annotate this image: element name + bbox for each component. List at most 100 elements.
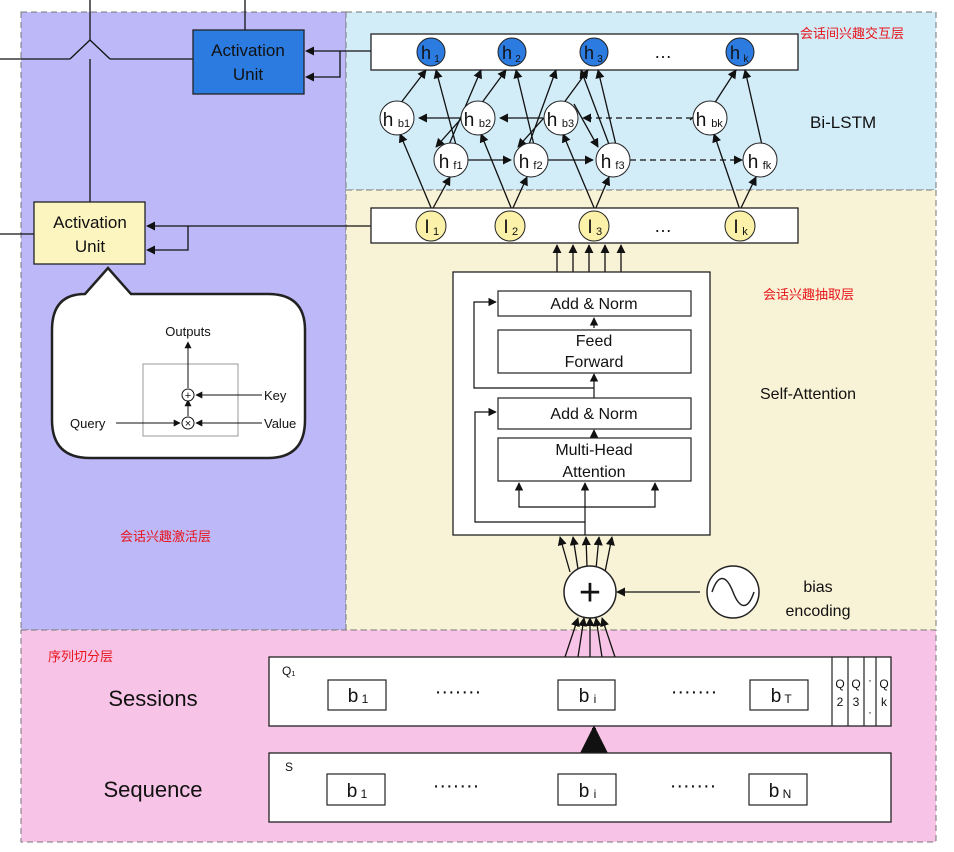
sine-wave-icon (706, 565, 760, 619)
session-item-bi-sub: i (594, 692, 597, 706)
session-item-bi-main: b (579, 686, 590, 707)
forward-node-1-main: h (439, 152, 450, 173)
backward-node-k: h bk (692, 100, 728, 136)
feed-forward-line1: Feed (576, 333, 612, 350)
activation-unit-top: Activation Unit (192, 29, 305, 95)
feed-forward-line2: Forward (565, 354, 624, 371)
sessions-label: Sessions (108, 686, 197, 711)
hidden-node-h1-main: h (421, 43, 431, 63)
hidden-node-hk-main: h (730, 43, 740, 63)
sequence-item-b1-sub: 1 (361, 787, 368, 801)
backward-node-k-sub: bk (711, 118, 723, 130)
forward-node-3-sub: f3 (615, 160, 624, 172)
sequence-item-b1-main: b (347, 781, 358, 802)
interest-node-2-sub: 2 (512, 226, 518, 238)
q-col-3-bottom: · (868, 705, 872, 719)
sequence-item-bn-main: b (769, 781, 780, 802)
mha-line2: Attention (562, 464, 625, 481)
sequence-item-bn-sub: N (783, 787, 792, 801)
interest-node-k-sub: k (742, 226, 748, 238)
activation-unit-top-line2: Unit (233, 65, 264, 84)
forward-node-k-main: h (748, 152, 759, 173)
backward-node-3: h b3 (543, 100, 579, 136)
add-norm-bottom-box: Add & Norm (497, 397, 692, 430)
sequence-dots-left: ······· (433, 775, 480, 797)
hidden-node-h1: h 1 (416, 37, 446, 67)
bilstm-connections (398, 69, 763, 211)
interest-node-k-main: I (733, 217, 738, 238)
interaction-layer-label: 会话间兴趣交互层 (800, 26, 904, 42)
activation-connectors (0, 0, 246, 235)
extraction-layer-label: 会话兴趣抽取层 (763, 288, 854, 303)
sequence-item-bi-main: b (579, 781, 590, 802)
backward-node-2: h b2 (460, 100, 496, 136)
hidden-node-h1-sub: 1 (434, 54, 440, 65)
sessions-tag: Q₁ (282, 664, 295, 678)
backward-node-1-main: h (383, 110, 394, 131)
sum-to-transformer-arrows (557, 536, 700, 597)
hidden-node-hk: h k (725, 37, 755, 67)
q-col-1-bottom: 2 (837, 695, 844, 709)
sum-node: + (563, 565, 617, 619)
interest-node-2: I 2 (494, 210, 526, 242)
segmentation-layer-label: 序列切分层 (48, 650, 113, 665)
q-col-1-top: Q (835, 677, 844, 691)
sequence-item-bi: b i (557, 773, 617, 806)
hidden-node-h3: h 3 (579, 37, 609, 67)
session-item-bt-main: b (771, 686, 782, 707)
session-item-b1: b 1 (327, 679, 387, 711)
sequence-item-bi-sub: i (594, 787, 597, 801)
backward-node-1: h b1 (379, 100, 415, 136)
bilstm-label: Bi-LSTM (810, 113, 876, 132)
backward-node-k-main: h (696, 110, 707, 131)
forward-node-2: h f2 (513, 142, 549, 178)
add-norm-top-box: Add & Norm (497, 290, 692, 317)
mha-line1: Multi-Head (555, 442, 632, 459)
interest-node-k: I k (724, 210, 756, 242)
hidden-node-h2-sub: 2 (515, 54, 521, 65)
session-item-b1-main: b (348, 686, 359, 707)
hidden-node-h3-main: h (584, 43, 594, 63)
interest-node-3-main: I (587, 217, 592, 238)
callout-key-label: Key (264, 388, 287, 403)
backward-node-2-main: h (464, 110, 475, 131)
session-item-bt: b T (749, 679, 809, 711)
q-col-2-top: Q (851, 677, 860, 691)
forward-node-3-main: h (601, 152, 612, 173)
bias-label-line1: bias (803, 579, 832, 596)
q-col-3-top: · (868, 673, 872, 687)
session-item-b1-sub: 1 (362, 692, 369, 706)
backward-node-3-sub: b3 (562, 118, 574, 130)
self-attention-label: Self-Attention (760, 386, 856, 403)
sequence-item-b1: b 1 (326, 773, 386, 806)
forward-node-1-sub: f1 (453, 160, 462, 172)
feed-forward-box: Feed Forward (497, 329, 692, 374)
sessions-dots-right: ······· (671, 681, 718, 703)
callout-times-symbol: × (185, 418, 191, 430)
bias-label-line2: encoding (786, 603, 851, 620)
add-norm-top-label: Add & Norm (550, 296, 637, 313)
hidden-node-h2-main: h (502, 43, 512, 63)
transformer-output-arrows (552, 244, 626, 272)
hidden-node-h2: h 2 (497, 37, 527, 67)
interest-node-1-main: I (424, 217, 429, 238)
activation-layer-label: 会话兴趣激活层 (120, 530, 211, 545)
activation-unit-input-arrows (146, 46, 371, 255)
callout-outputs-label: Outputs (165, 324, 211, 339)
forward-node-k-sub: fk (763, 160, 772, 172)
sessions-to-sum-arrows (564, 617, 616, 658)
activation-unit-top-line1: Activation (211, 41, 285, 60)
q-col-4-top: Q (879, 677, 888, 691)
interest-node-1: I 1 (415, 210, 447, 242)
hidden-node-hk-sub: k (744, 54, 750, 65)
forward-node-1: h f1 (433, 142, 469, 178)
sequence-label: Sequence (103, 777, 202, 802)
session-q-columns (831, 657, 877, 726)
callout-plus-symbol: + (185, 390, 191, 402)
forward-node-2-main: h (519, 152, 530, 173)
sum-node-symbol: + (579, 572, 601, 614)
q-col-2-bottom: 3 (853, 695, 860, 709)
sequence-dots-right: ······· (670, 775, 717, 797)
backward-node-1-sub: b1 (398, 118, 410, 130)
